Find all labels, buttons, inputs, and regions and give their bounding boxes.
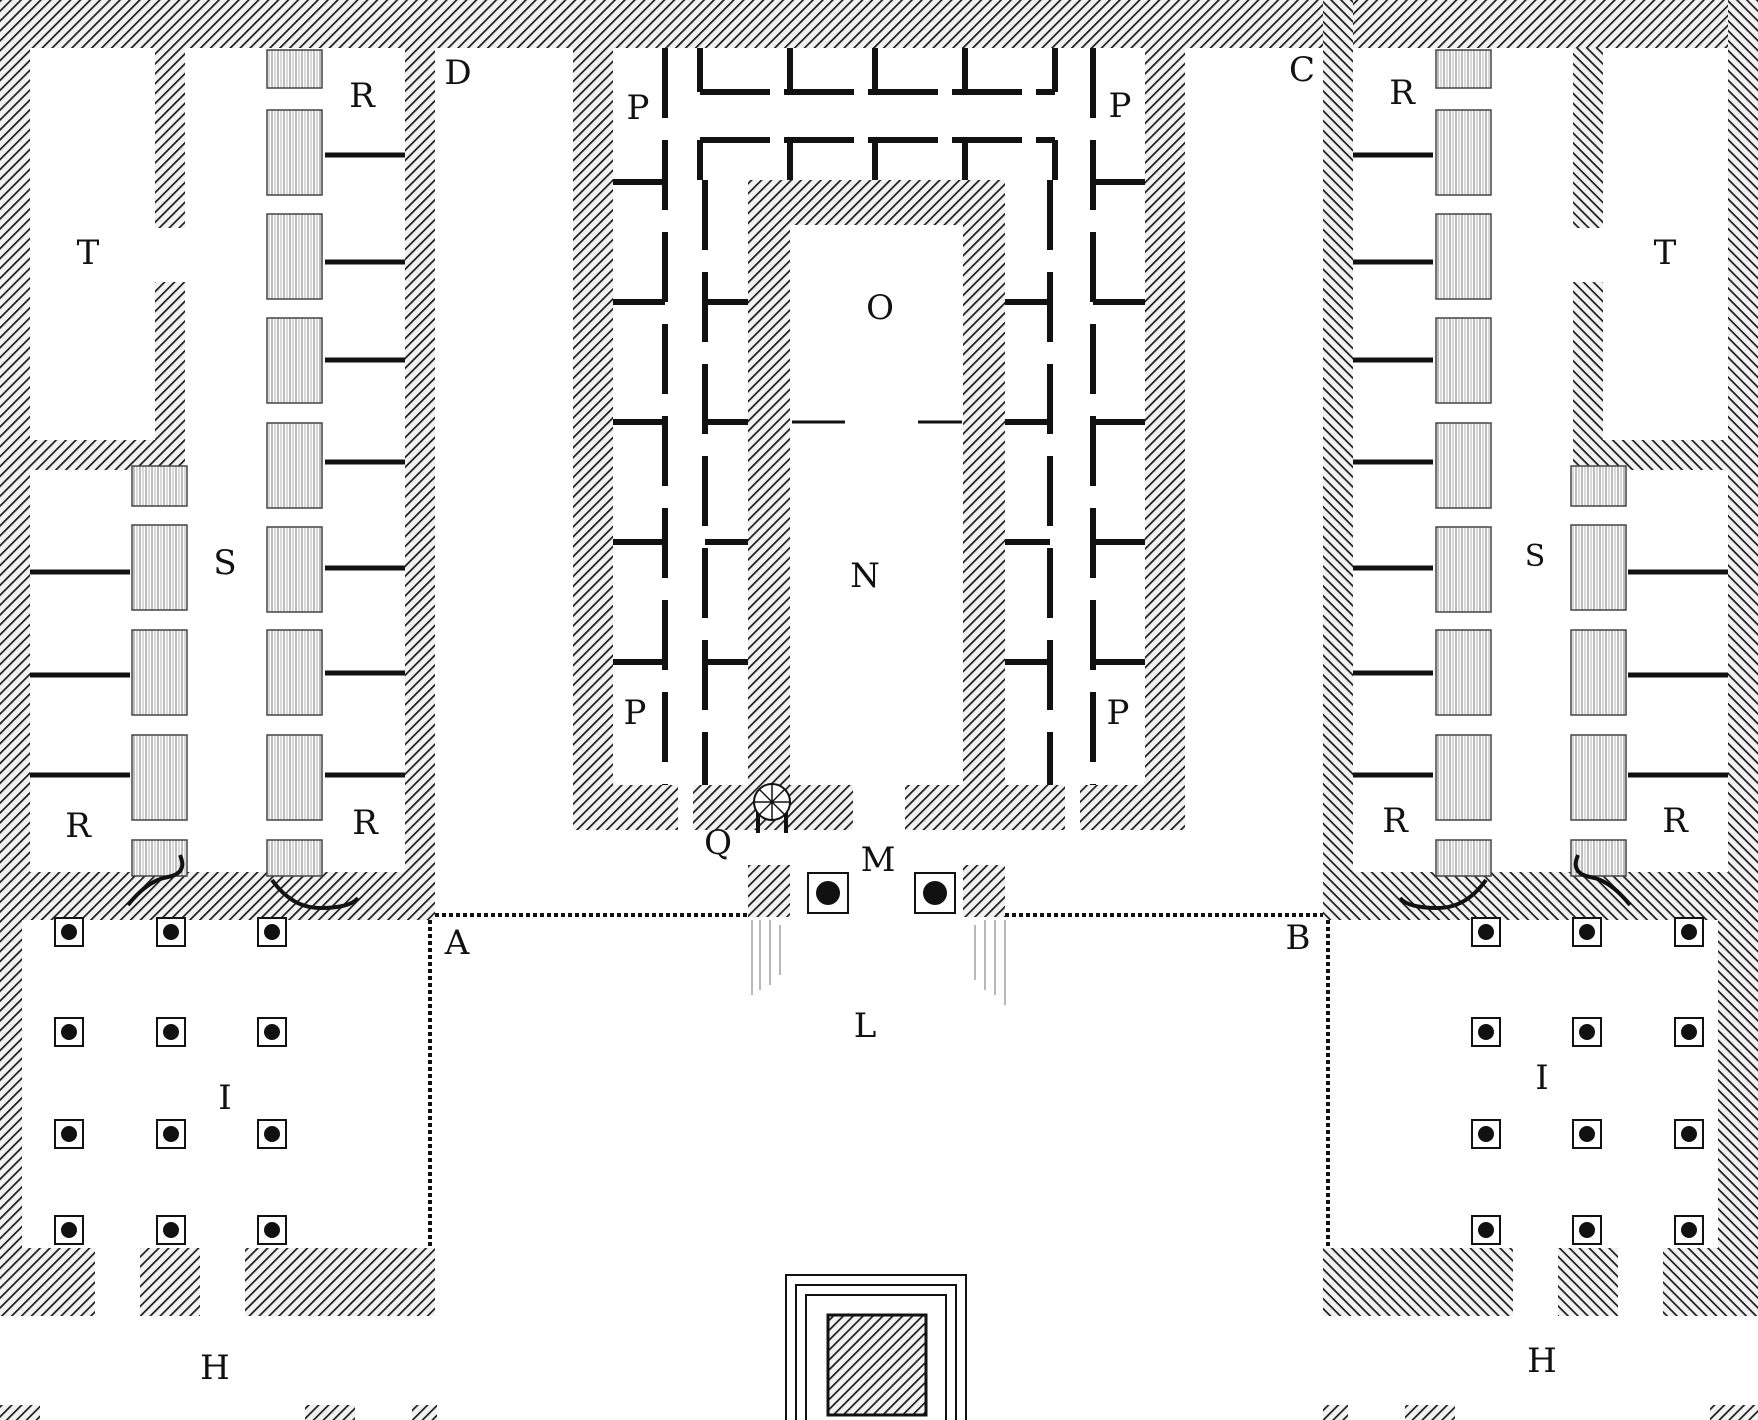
label-H-right: H <box>1527 1341 1557 1381</box>
label-I-left: I <box>218 1078 231 1118</box>
altar <box>785 1274 967 1420</box>
outer-wall-top <box>0 0 1758 48</box>
label-A: A <box>444 923 470 963</box>
label-H-left: H <box>200 1348 230 1388</box>
label-P-top-right: P <box>1109 86 1132 126</box>
label-S-right: S <box>1525 539 1546 574</box>
label-N: N <box>850 556 880 596</box>
label-I-right: I <box>1535 1058 1548 1098</box>
label-R-right-top: R <box>1389 73 1416 113</box>
central-building <box>573 0 1185 1005</box>
label-M: M <box>861 840 896 880</box>
label-T-left: T <box>77 233 100 273</box>
bottom-edge-fragments <box>0 1405 1758 1420</box>
label-D: D <box>444 53 471 93</box>
label-Q: Q <box>704 823 732 863</box>
left-wing <box>0 0 435 920</box>
label-R-right-bottom-left: R <box>1382 801 1409 841</box>
left-portico <box>0 917 435 1316</box>
label-O: O <box>866 288 894 328</box>
label-C: C <box>1289 50 1315 90</box>
label-L: L <box>854 1006 877 1046</box>
label-R-left-bottom-right: R <box>352 803 379 843</box>
plan-labels: T T R R R R R R S S D C A B P P P P O N … <box>65 50 1689 1388</box>
label-R-left-bottom-left: R <box>65 806 92 846</box>
label-T-right: T <box>1654 233 1677 273</box>
central-cells <box>613 48 1145 785</box>
label-B: B <box>1286 918 1311 958</box>
label-S-left: S <box>213 543 236 583</box>
label-P-top-left: P <box>627 88 650 128</box>
right-wing <box>1323 0 1758 1316</box>
label-R-right-bottom-right: R <box>1662 801 1689 841</box>
label-R-left-top: R <box>349 76 376 116</box>
label-P-bottom-right: P <box>1107 693 1130 733</box>
label-P-bottom-left: P <box>624 693 647 733</box>
